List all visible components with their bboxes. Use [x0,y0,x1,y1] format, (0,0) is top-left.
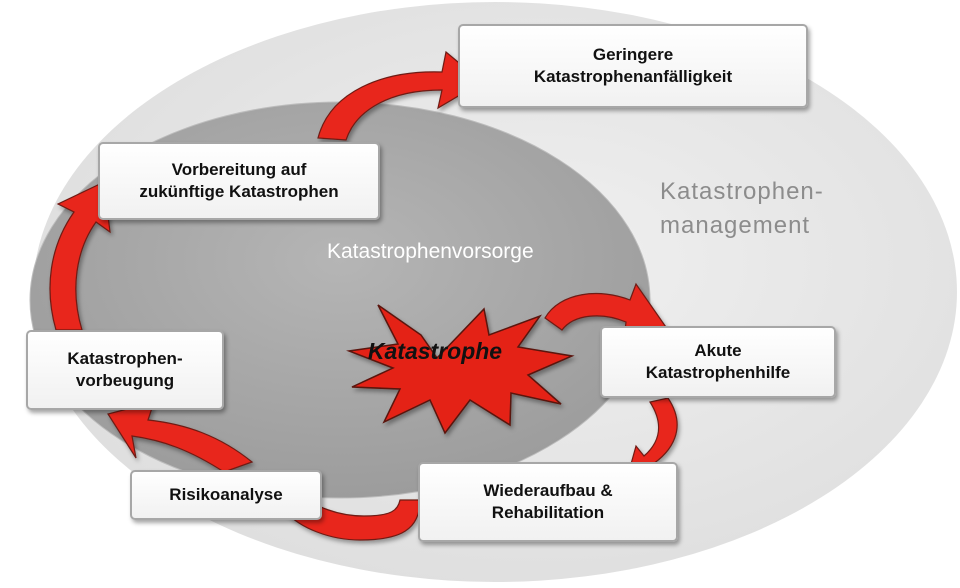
box-geringere-katastrophenanfaelligkeit: Geringere Katastrophenanfälligkeit [458,24,808,108]
box-vorbereitung-line2: zukünftige Katastrophen [139,182,339,201]
box-geringere-line2: Katastrophenanfälligkeit [533,67,733,86]
box-wiederaufbau-rehabilitation: Wiederaufbau & Rehabilitation [418,462,678,542]
box-risikoanalyse: Risikoanalyse [130,470,322,520]
katastrophenmanagement-line2: management [660,212,811,239]
box-vorbeugung-line1: Katastrophen- [67,349,183,368]
katastrophe-label: Katastrophe [367,338,503,364]
box-akute-katastrophenhilfe: Akute Katastrophenhilfe [600,326,836,398]
katastrophenvorsorge-label: Katastrophenvorsorge [327,240,534,263]
box-katastrophenvorbeugung: Katastrophen- vorbeugung [26,330,224,410]
katastrophenmanagement-label: Katastrophen- management [660,175,824,243]
box-wiederaufbau-line2: Rehabilitation [491,503,605,522]
box-risikoanalyse-line1: Risikoanalyse [169,485,283,504]
katastrophenmanagement-line1: Katastrophen- [660,178,824,205]
box-vorbereitung-line1: Vorbereitung auf [171,160,307,179]
box-akute-line2: Katastrophenhilfe [645,363,791,382]
box-vorbeugung-line2: vorbeugung [75,371,175,390]
box-wiederaufbau-line1: Wiederaufbau & [483,481,613,500]
box-vorbereitung: Vorbereitung auf zukünftige Katastrophen [98,142,380,220]
box-akute-line1: Akute [694,341,742,360]
katastrophe-starburst [346,304,575,435]
box-geringere-line1: Geringere [592,45,674,64]
